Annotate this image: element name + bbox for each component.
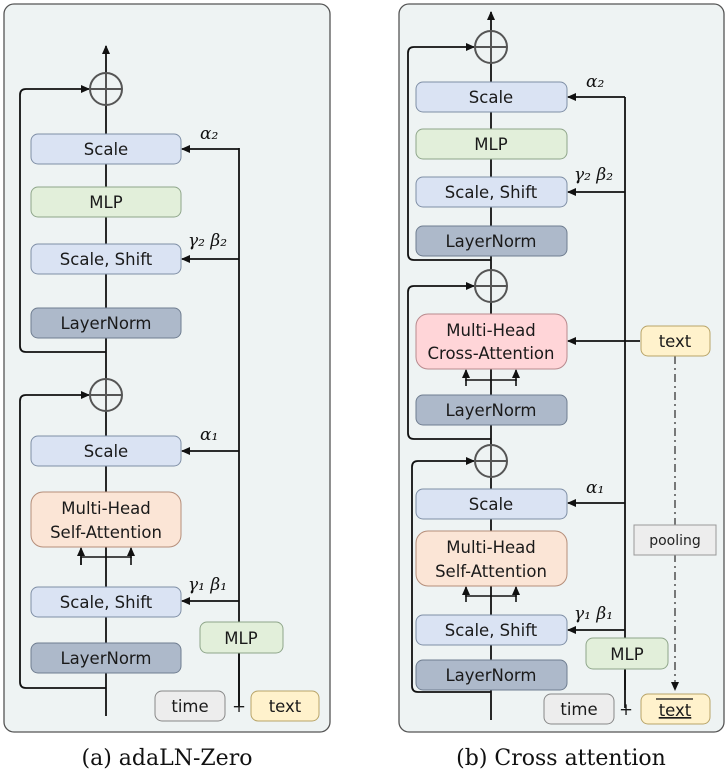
a-self-attention-line1: Multi-Head xyxy=(61,499,150,518)
b-cross-attention-line1: Multi-Head xyxy=(446,321,535,340)
a-alpha1-label: α₁ xyxy=(200,425,218,445)
a-self-attention-line2: Self-Attention xyxy=(50,523,162,542)
caption-b: (b) Cross attention xyxy=(456,746,666,771)
a-scale-bottom-box xyxy=(30,435,182,467)
b-layernorm-mid-label: LayerNorm xyxy=(445,401,536,420)
b-time-label: time xyxy=(560,700,597,719)
b-scale-shift-top-label: Scale, Shift xyxy=(445,183,538,202)
a-plus-sign: + xyxy=(232,697,246,716)
a-alpha2-label: α₂ xyxy=(200,124,218,144)
b-scale-top-box xyxy=(415,81,568,113)
b-pooling-label: pooling xyxy=(649,533,701,549)
b-gamma1-beta1-label: γ₁ β₁ xyxy=(574,604,613,624)
b-layernorm-bottom-box xyxy=(415,659,568,691)
a-residual-loop-bottom xyxy=(19,391,106,689)
panel-a: Scale MLP Scale, Shift LayerNorm Scale M… xyxy=(3,3,331,733)
b-text-cond-box xyxy=(640,325,711,357)
b-sum-node-bottom xyxy=(474,444,508,478)
a-scale-top-box xyxy=(30,133,182,165)
a-scale-shift-bottom-box xyxy=(30,586,182,618)
b-cross-attention-fanout xyxy=(465,379,517,386)
b-scale-bottom-box xyxy=(415,488,568,520)
b-sum-node-middle xyxy=(474,269,508,303)
a-layernorm-bottom-label: LayerNorm xyxy=(60,649,151,668)
b-pooling-box xyxy=(633,524,717,556)
a-text-label: text xyxy=(269,697,302,716)
a-residual-loop-top xyxy=(19,85,106,353)
b-gamma2-beta2-label: γ₂ β₂ xyxy=(574,165,613,185)
b-cross-attention-line2: Cross-Attention xyxy=(428,344,555,363)
b-sum-node-top xyxy=(474,30,508,64)
b-cross-attention-box xyxy=(415,313,568,370)
panel-a-background xyxy=(3,3,331,733)
b-self-attention-box xyxy=(415,530,568,587)
b-cond-mlp-box xyxy=(585,637,669,670)
b-plus-sign: + xyxy=(619,700,633,719)
a-scale-bottom-label: Scale xyxy=(84,442,128,461)
b-mlp-top-label: MLP xyxy=(474,135,507,154)
caption-a: (a) adaLN-Zero xyxy=(82,746,253,771)
a-gamma1-beta1-label: γ₁ β₁ xyxy=(188,575,227,595)
b-text-cond-label: text xyxy=(659,332,692,351)
a-time-label: time xyxy=(171,697,208,716)
a-text-box xyxy=(250,690,320,722)
a-self-attention-box xyxy=(30,491,182,548)
b-cond-mlp-label: MLP xyxy=(610,645,643,664)
b-scale-bottom-label: Scale xyxy=(469,495,513,514)
a-sum-node-bottom xyxy=(89,378,123,412)
b-pooled-text-box xyxy=(640,693,711,725)
a-cond-mlp-box xyxy=(199,621,284,654)
b-residual-loop-bottom xyxy=(411,457,491,693)
b-layernorm-top-box xyxy=(415,225,568,257)
a-time-box xyxy=(154,690,226,722)
a-sum-node-top xyxy=(89,72,123,106)
b-scale-shift-bottom-label: Scale, Shift xyxy=(445,621,538,640)
b-scale-top-label: Scale xyxy=(469,88,513,107)
b-self-attention-line2: Self-Attention xyxy=(435,562,547,581)
b-layernorm-top-label: LayerNorm xyxy=(445,232,536,251)
a-mlp-top-label: MLP xyxy=(89,193,122,212)
a-layernorm-top-box xyxy=(30,307,182,339)
b-pooled-text-label: text xyxy=(659,701,692,720)
a-layernorm-top-label: LayerNorm xyxy=(60,314,151,333)
b-layernorm-bottom-label: LayerNorm xyxy=(445,666,536,685)
b-alpha1-label: α₁ xyxy=(586,478,604,498)
b-mlp-top-box xyxy=(415,128,568,160)
b-time-box xyxy=(543,693,615,725)
a-cond-mlp-label: MLP xyxy=(224,629,257,648)
b-scale-shift-bottom-box xyxy=(415,614,568,646)
panel-b: Scale MLP Scale, Shift LayerNorm Multi-H… xyxy=(398,3,725,733)
a-mlp-top-box xyxy=(30,186,182,218)
a-layernorm-bottom-box xyxy=(30,642,182,674)
b-self-attention-line1: Multi-Head xyxy=(446,538,535,557)
b-scale-shift-top-box xyxy=(415,176,568,208)
a-scale-top-label: Scale xyxy=(84,140,128,159)
a-scale-shift-top-label: Scale, Shift xyxy=(60,250,153,269)
a-scale-shift-top-box xyxy=(30,243,182,275)
a-scale-shift-bottom-label: Scale, Shift xyxy=(60,593,153,612)
a-gamma2-beta2-label: γ₂ β₂ xyxy=(188,231,227,251)
b-alpha2-label: α₂ xyxy=(586,72,604,92)
b-residual-loop-middle xyxy=(407,282,491,440)
b-residual-loop-top xyxy=(407,43,491,261)
b-self-attention-fanout xyxy=(465,595,517,602)
b-layernorm-mid-box xyxy=(415,394,568,426)
